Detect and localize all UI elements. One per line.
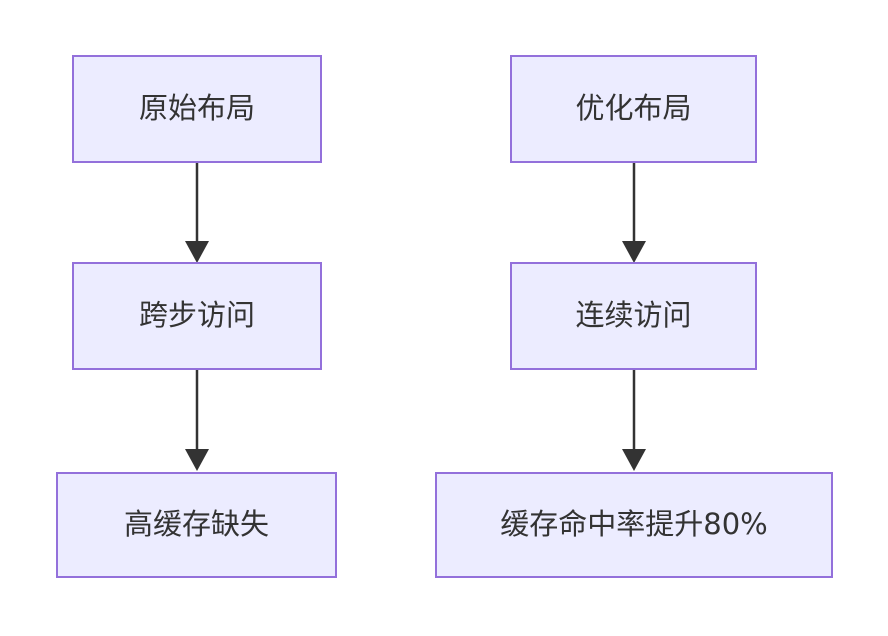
arrow-down-icon: [622, 163, 646, 263]
node-contiguous-access: 连续访问: [510, 262, 757, 370]
node-original-layout: 原始布局: [72, 55, 322, 163]
node-label: 连续访问: [575, 298, 692, 333]
node-optimized-layout: 优化布局: [510, 55, 757, 163]
arrow-down-icon: [185, 163, 209, 263]
arrow-down-icon: [185, 370, 209, 471]
node-label: 原始布局: [138, 91, 255, 126]
node-label: 高缓存缺失: [123, 507, 269, 542]
node-label: 优化布局: [575, 91, 692, 126]
arrow-down-icon: [622, 370, 646, 471]
node-label: 缓存命中率提升80%: [500, 507, 768, 542]
node-high-cache-miss: 高缓存缺失: [56, 472, 337, 578]
node-cache-hit-rate-up: 缓存命中率提升80%: [435, 472, 833, 578]
node-label: 跨步访问: [138, 298, 255, 333]
node-strided-access: 跨步访问: [72, 262, 322, 370]
